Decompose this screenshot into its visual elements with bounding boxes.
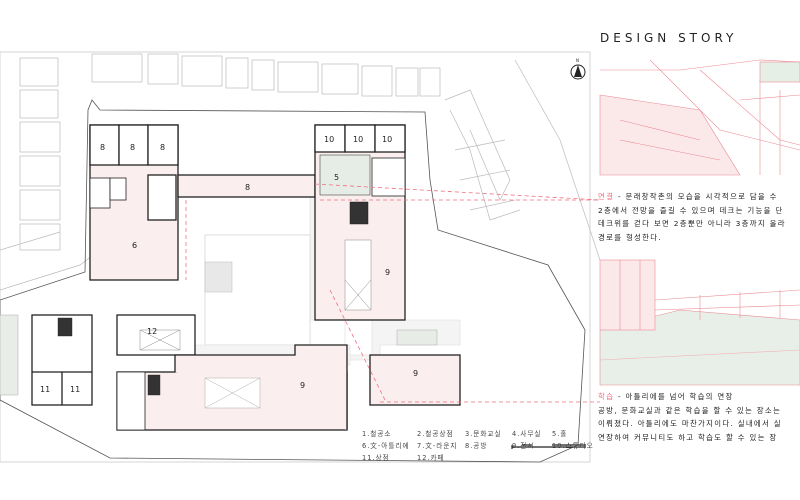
room-label: 10 bbox=[382, 135, 392, 144]
legend-item: 1.철공소 bbox=[362, 430, 392, 438]
story-line: 경로를 형성한다. bbox=[598, 232, 662, 242]
room-label: 11 bbox=[70, 385, 80, 394]
story-line: 이뤄졌다. 아틀리에도 마찬가지이다. 실내에서 실 bbox=[598, 419, 782, 429]
legend-item: 8.공방 bbox=[465, 442, 488, 450]
legend-item: 3.문화교실 bbox=[465, 430, 502, 438]
story-line: - 아틀리에를 넘어 학습의 연장 bbox=[617, 392, 734, 401]
scale-bar bbox=[511, 444, 586, 449]
svg-text:N: N bbox=[576, 58, 579, 63]
room-label: 8 bbox=[245, 183, 250, 192]
legend-item: 11.상점 bbox=[362, 454, 390, 462]
context-buildings bbox=[0, 53, 601, 291]
room-label: 8 bbox=[130, 143, 135, 152]
story-line: 연장하여 커뮤니티도 하고 학습도 할 수 있는 장 bbox=[598, 432, 778, 442]
story-line: 2층에서 전망을 즐길 수 있으며 데크는 기능을 단 bbox=[598, 205, 784, 215]
room-label: 10 bbox=[324, 135, 334, 144]
story-keyword: 연결 bbox=[598, 192, 615, 201]
legend-item: 9.전시 bbox=[512, 442, 535, 450]
legend-item: 5.홀 bbox=[552, 430, 568, 438]
legend-item: 4.사무실 bbox=[512, 430, 542, 438]
block-exhibition-right bbox=[369, 354, 461, 406]
room-labels: 8 8 8 8 10 10 10 5 6 9 9 9 12 11 11 bbox=[40, 135, 418, 394]
room-label: 9 bbox=[385, 268, 390, 277]
story-keyword: 학습 bbox=[598, 392, 615, 401]
legend-item: 2.철공상점 bbox=[417, 430, 454, 438]
room-label: 6 bbox=[132, 241, 137, 250]
story-line: 공방, 문화교실과 같은 학습을 할 수 있는 장소는 bbox=[598, 405, 782, 415]
perspective-sketch-bottom bbox=[599, 252, 800, 386]
room-label: 9 bbox=[413, 369, 418, 378]
story-line: - 문래창작촌의 모습을 시각적으로 담을 수 bbox=[617, 192, 778, 201]
legend-item: 7.文-라운지 bbox=[417, 442, 458, 450]
room-label: 8 bbox=[100, 143, 105, 152]
section-lines bbox=[185, 183, 601, 403]
story-connection: 연결 - 문래창작촌의 모습을 시각적으로 담을 수 2층에서 전망을 즐길 수… bbox=[598, 190, 800, 244]
legend-item: 12.카페 bbox=[417, 454, 445, 462]
north-arrow-icon: N bbox=[570, 58, 586, 80]
story-learning: 학습 - 아틀리에를 넘어 학습의 연장 공방, 문화교실과 같은 학습을 할 … bbox=[598, 390, 800, 444]
room-label: 9 bbox=[300, 381, 305, 390]
legend-item: 10.스튜디오 bbox=[552, 442, 594, 450]
room-label: 11 bbox=[40, 385, 50, 394]
room-label: 10 bbox=[353, 135, 363, 144]
room-label: 8 bbox=[160, 143, 165, 152]
story-line: 데크위를 걷다 보면 2층뿐만 아니라 3층까지 올라 bbox=[598, 219, 786, 229]
page-title: DESIGN STORY bbox=[600, 31, 738, 45]
perspective-sketch-top bbox=[599, 52, 800, 182]
legend-item: 6.文-아틀리에 bbox=[362, 442, 410, 450]
room-label: 12 bbox=[147, 327, 157, 336]
room-label: 5 bbox=[334, 173, 339, 182]
